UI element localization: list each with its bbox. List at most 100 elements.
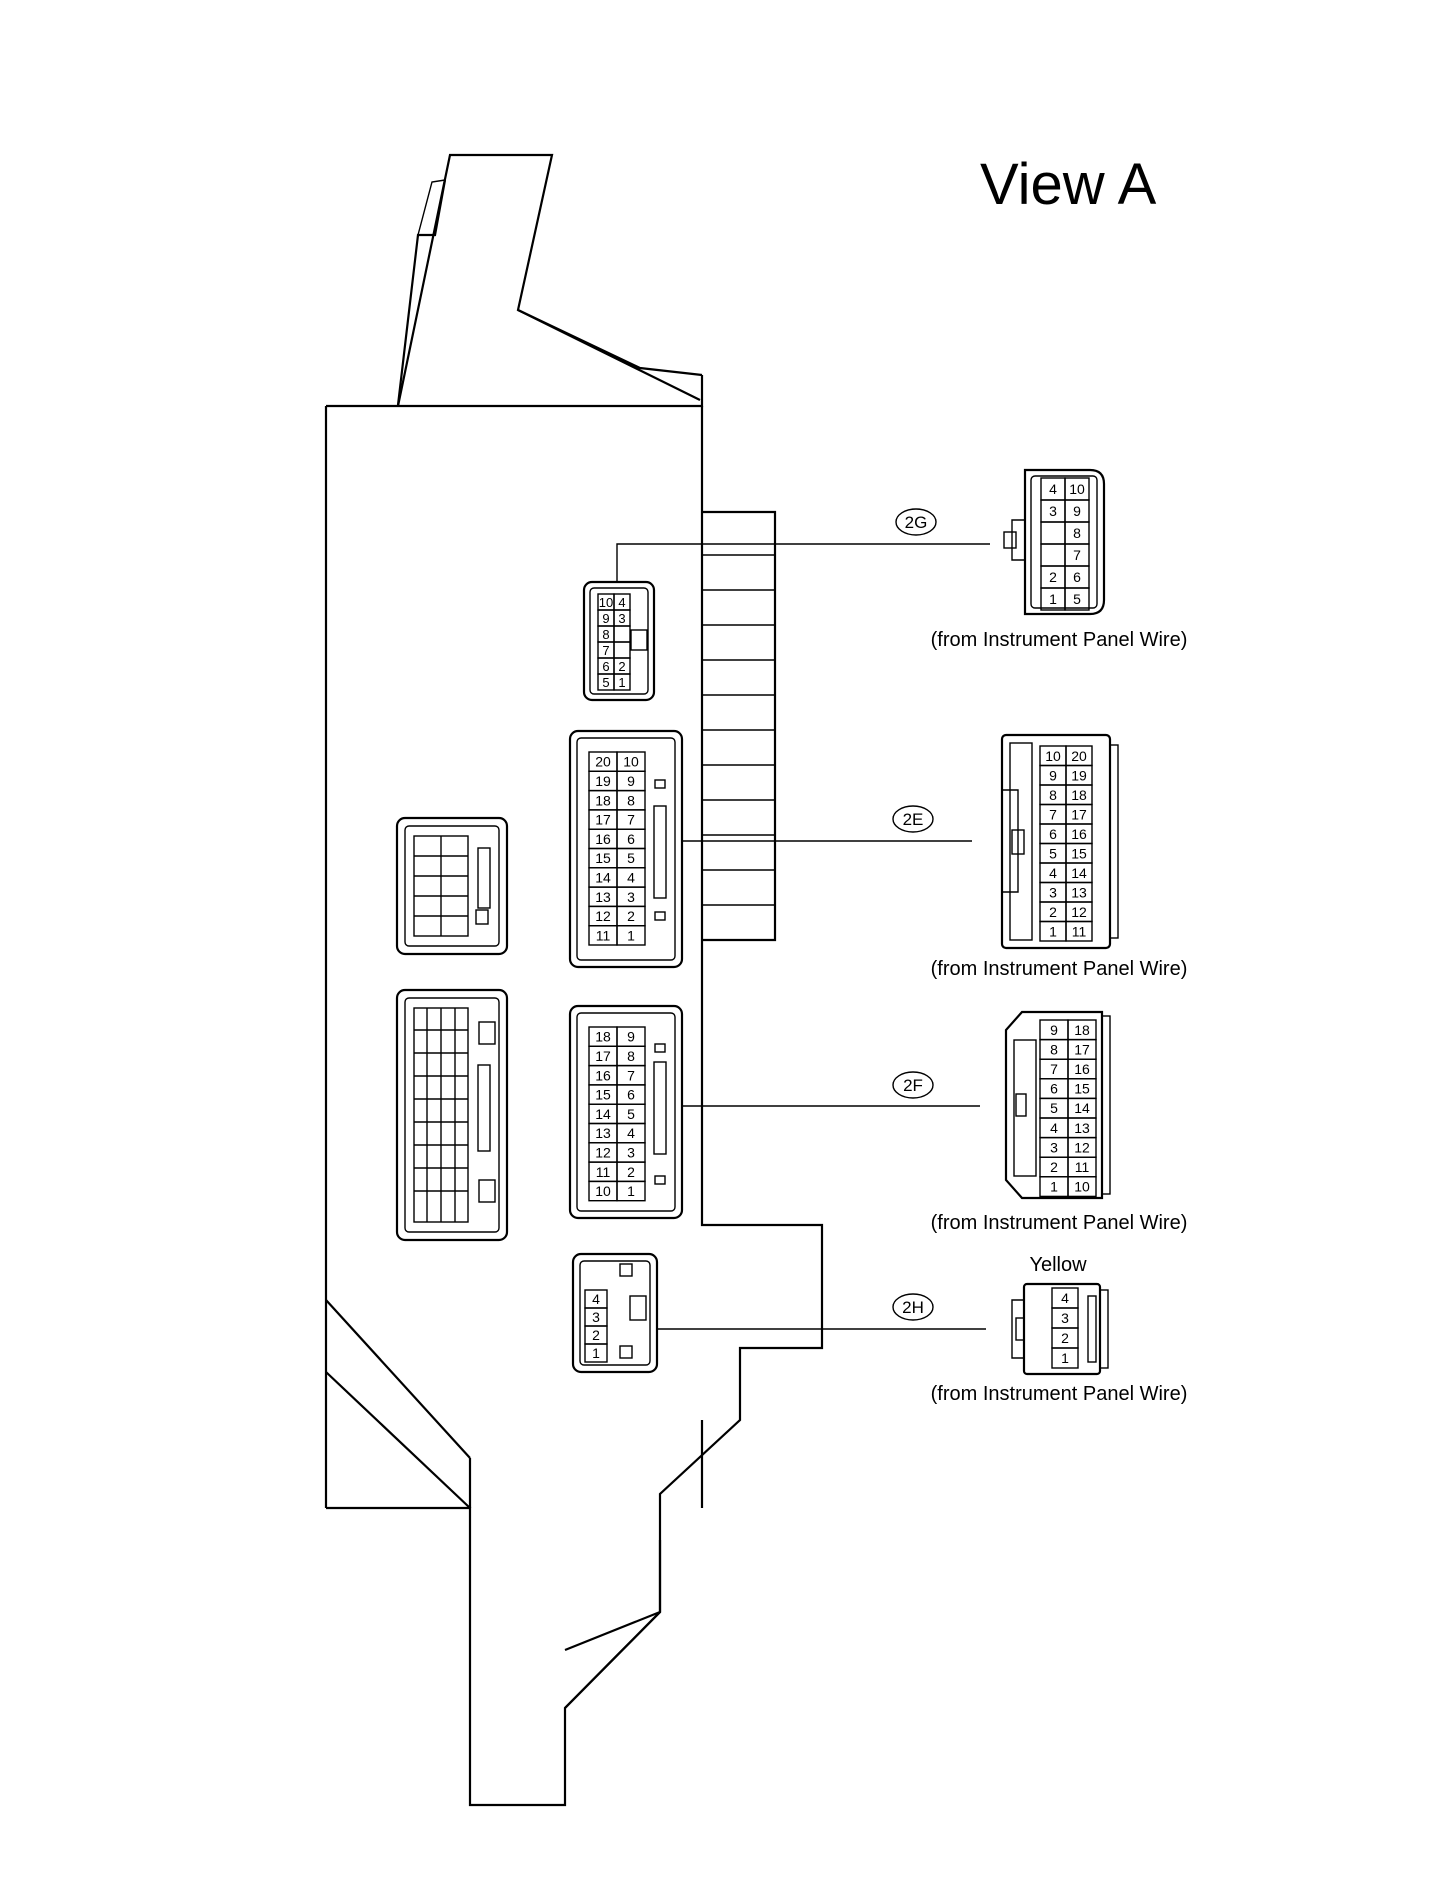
connector-2e-wire-pin-number: 15: [1071, 845, 1087, 861]
connector-2e-block-pin-number: 13: [595, 889, 611, 905]
connector-2e-wire-pin-number: 14: [1071, 865, 1087, 881]
connector-2e-wire-pin-number: 7: [1049, 806, 1057, 822]
connector-2f-wire-pin-number: 6: [1050, 1081, 1058, 1097]
connector-2e-wire-pin-number: 4: [1049, 865, 1057, 881]
connector-2f-caption: (from Instrument Panel Wire): [931, 1212, 1188, 1234]
connector-2e-block-pin-number: 14: [595, 869, 611, 885]
connector-2e-block-pin-number: 2: [627, 908, 635, 924]
connector-2f-wire-pin-number: 18: [1074, 1022, 1090, 1038]
connector-2e-wire-pin-number: 5: [1049, 845, 1057, 861]
connector-2h-wire-pin-number: 3: [1061, 1310, 1069, 1326]
connector-2g-wire-pin-number: 10: [1069, 481, 1085, 497]
connector-2e-wire-pin-number: 3: [1049, 884, 1057, 900]
connector-2g-wire-pin-number: 6: [1073, 569, 1081, 585]
connector-2f-wire-pin-number: 1: [1050, 1179, 1058, 1195]
connector-2g-block-pin-number: 2: [618, 659, 625, 674]
connector-2e-block-pin-number: 15: [595, 850, 611, 866]
connector-2f-block-pin-number: 17: [595, 1048, 611, 1064]
connector-2e-wire-pin-number: 9: [1049, 767, 1057, 783]
connector-2f-block-pin-number: 12: [595, 1144, 611, 1160]
connector-2e-block-pin-number: 17: [595, 812, 611, 828]
connector-2f-wire-pin-cell: [1067, 1176, 1097, 1198]
connector-2f-wire-pin-number: 7: [1050, 1061, 1058, 1077]
connector-2f-block-pin-number: 11: [596, 1164, 611, 1180]
svg-text:2E: 2E: [903, 810, 924, 829]
connector-2e-wire-pin-cell: [1065, 920, 1093, 942]
connector-2f-tag: 2F: [892, 1071, 934, 1099]
svg-text:2G: 2G: [905, 513, 928, 532]
connector-2g-wire-pin-cell: [1064, 587, 1090, 611]
connector-2e-wire-pin-number: 18: [1071, 787, 1087, 803]
connector-2e-tag: 2E: [892, 805, 934, 833]
connector-2e-block-pin-number: 11: [596, 927, 611, 943]
connector-2e-block-pin-number: 16: [595, 831, 611, 847]
connector-2g-tag: 2G: [895, 508, 937, 536]
connector-2h-wire-pin-number: 4: [1061, 1290, 1069, 1306]
connector-2e-wire-pin-number: 2: [1049, 904, 1057, 920]
connector-2e-block-pin-number: 3: [627, 889, 635, 905]
connector-2e-block-pin-number: 5: [627, 850, 635, 866]
connector-2g-wire-pin-number: 8: [1073, 525, 1081, 541]
connector-2f-block-pin-number: 14: [595, 1106, 611, 1122]
connector-2f-wire-pin-number: 4: [1050, 1120, 1058, 1136]
connector-2g-wire-pin-number: 2: [1049, 569, 1057, 585]
connector-2f-block-pin-number: 3: [627, 1144, 635, 1160]
connector-2f-wire-pin-number: 10: [1074, 1179, 1090, 1195]
connector-2f-wire-pin-number: 13: [1074, 1120, 1090, 1136]
connector-2f-wire-pin-number: 8: [1050, 1041, 1058, 1057]
connector-2h-tag: 2H: [892, 1293, 934, 1321]
connector-2h-wire-pin-number: 1: [1061, 1350, 1069, 1366]
connector-2e-wire-pin-number: 17: [1071, 806, 1087, 822]
connector-2e-block-pin-number: 9: [627, 773, 635, 789]
view-title: View A: [980, 152, 1157, 217]
connector-2g-block-pin-number: 10: [599, 595, 613, 610]
connector-2e-block-pin-cell: [616, 924, 646, 946]
connector-2h-caption: (from Instrument Panel Wire): [931, 1383, 1188, 1405]
connector-2e-block-pin-number: 20: [595, 754, 611, 770]
connector-2e-wire-pin-number: 11: [1072, 923, 1087, 939]
connector-2g-caption: (from Instrument Panel Wire): [931, 629, 1188, 651]
connector-2f-wire-pin-number: 14: [1074, 1100, 1090, 1116]
connector-2e-block-pin-number: 10: [623, 754, 639, 770]
connector-2f-wire-pin-number: 5: [1050, 1100, 1058, 1116]
connector-2h-block-pin-number: 3: [592, 1309, 600, 1325]
connector-2g-block-pin-number: 3: [618, 611, 625, 626]
connector-2g-block-pin-number: 6: [602, 659, 609, 674]
connector-2e-block-pin-number: 1: [627, 927, 635, 943]
connector-2h-block-pin-number: 2: [592, 1327, 600, 1343]
connector-2h-wire-pin-cell: [1051, 1347, 1079, 1369]
connector-2f-wire-pin-number: 12: [1074, 1139, 1090, 1155]
svg-text:2F: 2F: [903, 1076, 923, 1095]
empty-socket-lower: [395, 988, 509, 1242]
connector-2h-block-pin-number: 4: [592, 1291, 600, 1307]
connector-2e-wire-pin-number: 13: [1071, 884, 1087, 900]
connector-2f-wire-pin-number: 17: [1074, 1041, 1090, 1057]
connector-2g-block-pin-number: 5: [602, 675, 609, 690]
connector-2g-leader-line: [616, 543, 990, 582]
connector-2g-wire-pin-number: 9: [1073, 503, 1081, 519]
connector-2e-wire-pin-number: 12: [1071, 904, 1087, 920]
connector-2f-block-pin-number: 5: [627, 1106, 635, 1122]
connector-2f-block-pin-number: 9: [627, 1029, 635, 1045]
connector-2e-caption: (from Instrument Panel Wire): [931, 958, 1188, 980]
connector-2f-block-pin-number: 18: [595, 1029, 611, 1045]
connector-2f-wire-pin-number: 2: [1050, 1159, 1058, 1175]
junction-block-body: [324, 153, 824, 1807]
connector-2g-block-pin-number: 8: [602, 627, 609, 642]
connector-2h-block-pin-cell: [584, 1343, 608, 1363]
connector-2g-block-pin-number: 7: [602, 643, 609, 658]
connector-2g-block-pin-number: 1: [618, 675, 625, 690]
connector-2f-block-pin-cell: [616, 1180, 646, 1202]
connector-2e-block-pin-number: 8: [627, 792, 635, 808]
connector-2f-wire-pin-number: 9: [1050, 1022, 1058, 1038]
